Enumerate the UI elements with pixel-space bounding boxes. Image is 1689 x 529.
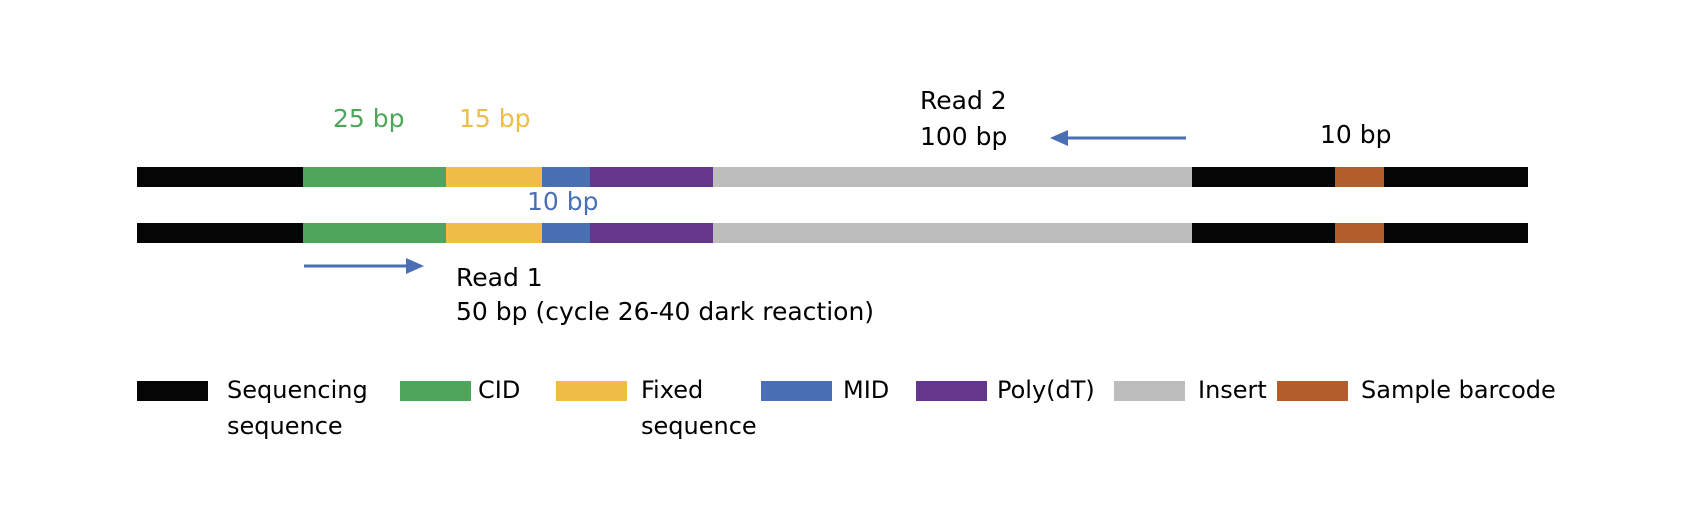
legend-swatch-barcode <box>1277 381 1348 401</box>
read1-title: Read 1 <box>456 263 543 292</box>
legend-swatch-polydt <box>916 381 987 401</box>
seg-polydt <box>590 167 713 187</box>
seg-fixed <box>446 223 542 243</box>
seg-sequencing-right-a <box>1192 167 1335 187</box>
seg-cid <box>303 167 446 187</box>
legend-swatch-sequencing <box>137 381 208 401</box>
seg-sequencing-right-b <box>1384 167 1528 187</box>
legend-label-fixed: Fixed sequence <box>641 376 757 440</box>
seg-cid <box>303 223 446 243</box>
legend-label-insert: Insert <box>1198 376 1267 404</box>
legend-swatch-cid <box>400 381 471 401</box>
legend-label-barcode: Sample barcode <box>1361 376 1556 404</box>
seg-polydt <box>590 223 713 243</box>
seg-barcode <box>1335 223 1384 243</box>
legend-swatch-fixed <box>556 381 627 401</box>
seg-insert <box>713 223 1192 243</box>
cid-length-label: 25 bp <box>333 104 405 133</box>
seg-insert <box>713 167 1192 187</box>
seg-mid <box>542 223 590 243</box>
read2-title: Read 2 <box>920 86 1007 115</box>
legend-label-mid: MID <box>843 376 890 404</box>
legend-label-cid: CID <box>478 376 521 404</box>
legend-swatch-insert <box>1114 381 1185 401</box>
seg-mid <box>542 167 590 187</box>
legend-swatch-mid <box>761 381 832 401</box>
seg-sequencing-right-b <box>1384 223 1528 243</box>
bottom-strand <box>137 223 1528 243</box>
fixed-length-label: 15 bp <box>459 104 531 133</box>
top-strand <box>137 167 1528 187</box>
seg-fixed <box>446 167 542 187</box>
legend-label-sequencing: Sequencing sequence <box>227 376 368 440</box>
legend-label-polydt: Poly(dT) <box>997 376 1095 404</box>
read2-arrow <box>1050 130 1186 146</box>
seg-sequencing-left <box>137 223 303 243</box>
read1-length: 50 bp (cycle 26-40 dark reaction) <box>456 297 875 326</box>
seg-sequencing-right-a <box>1192 223 1335 243</box>
read1-arrow <box>304 258 424 274</box>
seg-sequencing-left <box>137 167 303 187</box>
mid-length-label: 10 bp <box>527 187 599 216</box>
read2-length: 100 bp <box>920 122 1008 151</box>
barcode-length-label: 10 bp <box>1320 120 1392 149</box>
seg-barcode <box>1335 167 1384 187</box>
